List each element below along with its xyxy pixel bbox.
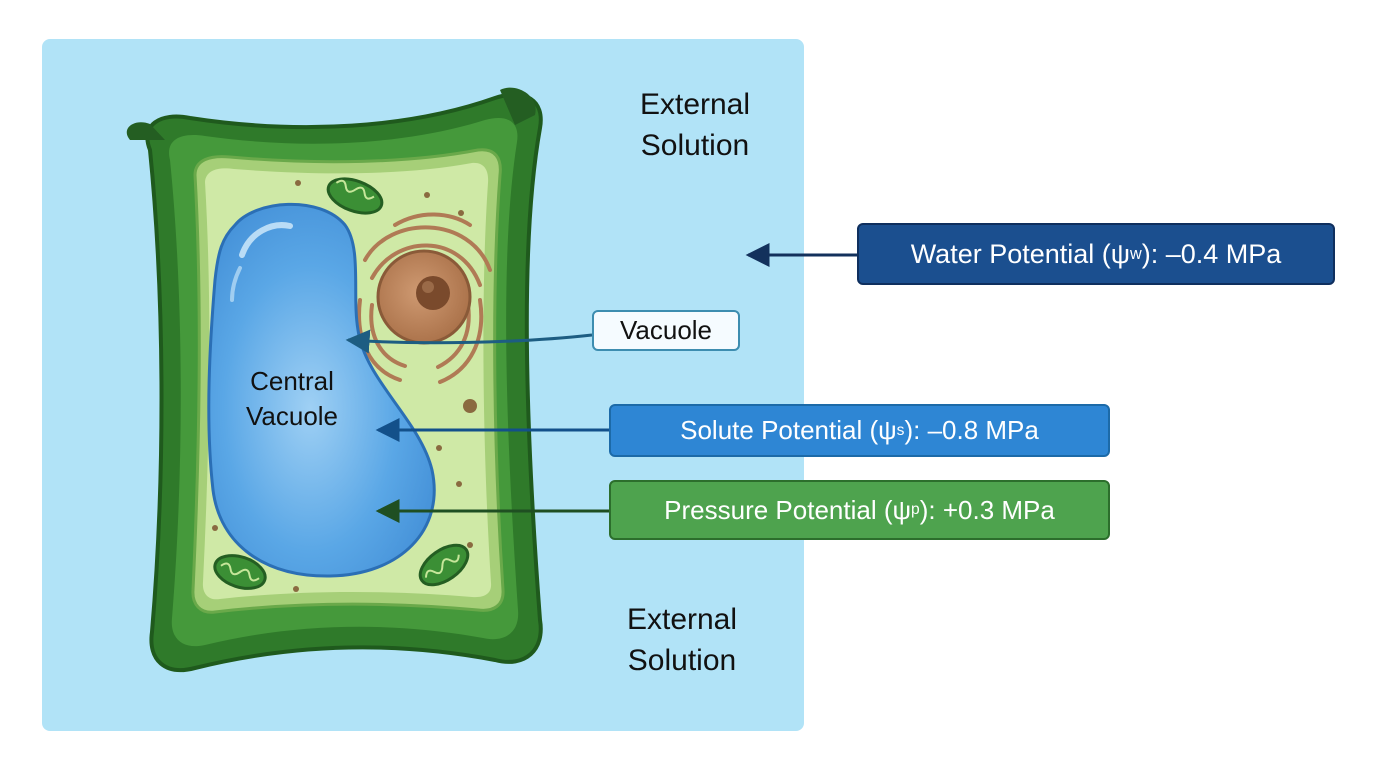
- central-vacuole-line1: Central: [250, 366, 334, 396]
- mitochondrion-bottom-right: [418, 543, 470, 587]
- mitochondrion-bottom-left: [213, 554, 267, 590]
- nucleus: [376, 249, 472, 345]
- solute-potential-prefix: Solute Potential (ψ: [680, 415, 897, 445]
- cytoplasm-granules: [212, 180, 477, 592]
- vacuole-label-text: Vacuole: [619, 315, 713, 345]
- central-vacuole: [207, 202, 436, 578]
- external-solution-label-bottom: External Solution: [597, 599, 767, 681]
- central-vacuole-label: Central Vacuole: [222, 364, 362, 434]
- vacuole-label-arrow: [345, 329, 593, 354]
- external-solution-bottom-line1: External: [626, 603, 738, 636]
- external-solution-bottom-line2: Solution: [627, 644, 737, 677]
- external-solution-top-line2: Solution: [640, 129, 750, 162]
- pressure-potential-suffix: ): +0.3 MPa: [919, 494, 1055, 525]
- water-potential-suffix: ): –0.4 MPa: [1141, 238, 1282, 269]
- mitochondrion-top: [326, 177, 384, 215]
- external-solution-label-top: External Solution: [610, 84, 780, 166]
- pressure-potential-prefix: Pressure Potential (ψ: [664, 494, 912, 525]
- water-potential-prefix: Water Potential (ψ: [910, 238, 1131, 269]
- solute-potential-suffix: ): –0.8 MPa: [904, 415, 1039, 445]
- vacuole-label-box: Vacuole: [592, 310, 740, 351]
- external-solution-top-line1: External: [639, 88, 751, 121]
- central-vacuole-line2: Vacuole: [245, 401, 339, 431]
